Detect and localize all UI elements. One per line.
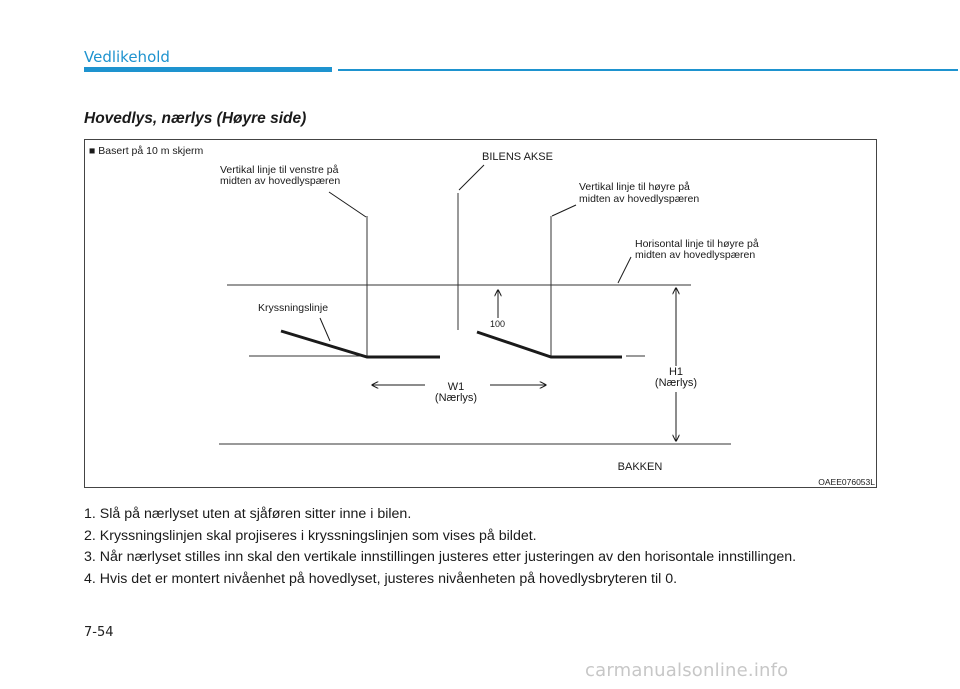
- leader-crossing-line: [319, 317, 331, 342]
- label-h1-sub: (Nærlys): [655, 377, 697, 389]
- instruction-step: 1. Slå på nærlyset uten at sjåføren sitt…: [84, 506, 412, 522]
- section-rule: [338, 69, 958, 71]
- diagram-canvas: ■ Basert på 10 m skjerm Vertikal linje t…: [89, 145, 875, 487]
- section-title: Vedlikehold: [84, 48, 170, 66]
- page-heading: Hovedlys, nærlys (Høyre side): [84, 110, 307, 127]
- page-number: 7-54: [84, 625, 114, 640]
- headlamp-aim-diagram: ■ Basert på 10 m skjerm Vertikal linje t…: [84, 139, 877, 488]
- leader-right-vertical: [551, 204, 577, 217]
- instruction-step: 4. Hvis det er montert nivåenhet på hove…: [84, 570, 678, 587]
- label-distance: 100: [490, 319, 505, 329]
- watermark: carmanualsonline.info: [585, 660, 789, 681]
- cutoff-pattern-left: [280, 329, 440, 359]
- instruction-list: 1. Slå på nærlyset uten at sjåføren sitt…: [84, 505, 796, 591]
- leader-horizontal: [617, 256, 632, 284]
- cutoff-pattern-right: [476, 330, 622, 359]
- label-h1: H1: [669, 366, 683, 378]
- leader-left-vertical: [328, 191, 367, 218]
- label-w1-sub: (Nærlys): [435, 392, 477, 404]
- label-left-vertical-line2: midten av hovedlyspæren: [220, 175, 340, 187]
- figure-code: OAEE076053L: [818, 477, 875, 487]
- label-ground: BAKKEN: [618, 461, 663, 473]
- section-rule-accent: [84, 67, 332, 72]
- instruction-step: 3. Når nærlyset stilles inn skal den ver…: [84, 549, 797, 565]
- label-left-vertical-line1: Vertikal linje til venstre på: [220, 164, 339, 176]
- label-horizontal-line2: midten av hovedlyspæren: [635, 249, 755, 261]
- instruction-step: 2. Kryssningslinjen skal projiseres i kr…: [84, 527, 537, 544]
- label-vehicle-axis: BILENS AKSE: [482, 151, 553, 163]
- label-right-vertical-line2: midten av hovedlyspæren: [579, 193, 699, 205]
- label-crossing-line: Kryssningslinje: [258, 302, 328, 314]
- legend-note: ■ Basert på 10 m skjerm: [89, 145, 204, 157]
- label-right-vertical-line1: Vertikal linje til høyre på: [579, 181, 690, 193]
- leader-vehicle-axis: [458, 164, 485, 191]
- label-horizontal-line1: Horisontal linje til høyre på: [635, 238, 759, 250]
- label-w1: W1: [448, 381, 465, 393]
